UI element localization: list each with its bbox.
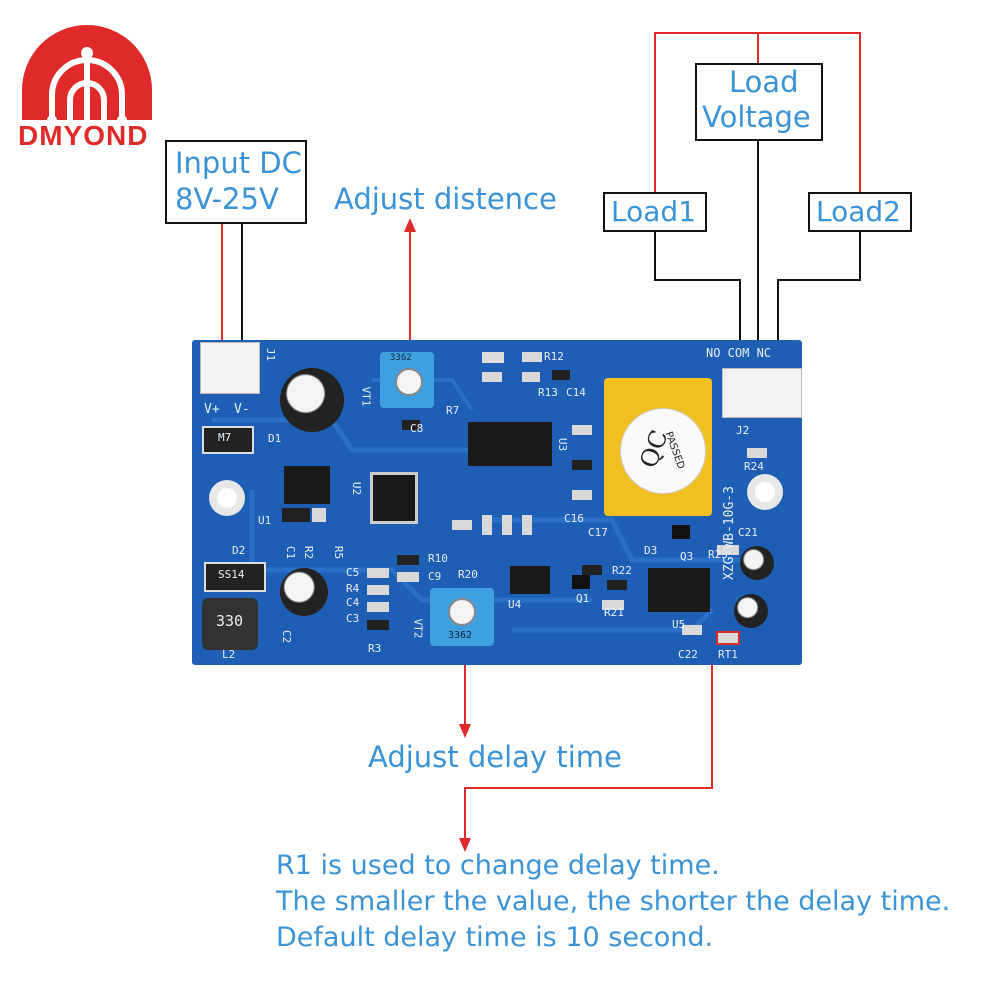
load-voltage-line2: Voltage	[702, 100, 811, 134]
load1-label: Load1	[611, 195, 696, 228]
load2-label: Load2	[816, 195, 901, 228]
silk-c8: C8	[410, 422, 424, 435]
silk-l2: L2	[222, 648, 236, 661]
silk-c22: C22	[678, 648, 698, 661]
silk-c9: C9	[428, 570, 442, 583]
trimmer-vt1-marking: 3362	[390, 353, 412, 363]
silk-r24: R24	[744, 460, 764, 473]
input-dc-box: Input DC 8V-25V	[165, 140, 307, 224]
capacitor-c22	[734, 594, 768, 628]
trimmer-vt2-marking: 3362	[448, 630, 473, 641]
silk-c4: C4	[346, 596, 360, 609]
chip-u1	[284, 466, 330, 504]
silk-c14: C14	[566, 386, 586, 399]
note-line-3: Default delay time is 10 second.	[276, 922, 714, 953]
relay-sticker: QC PASSED	[620, 408, 706, 494]
silk-r5: R5	[332, 545, 346, 560]
capacitor-c21	[740, 546, 774, 580]
silk-c1: C1	[284, 545, 298, 560]
adjust-delay-label: Adjust delay time	[368, 740, 622, 774]
silk-q1: Q1	[576, 592, 590, 605]
delay-arrow-head	[459, 724, 471, 738]
silk-c3: C3	[346, 612, 360, 625]
chip-u4	[510, 566, 550, 594]
silk-d2: D2	[232, 544, 246, 557]
diode-d2-marking: SS14	[218, 568, 245, 581]
rt1-wire-red	[464, 640, 713, 845]
silk-r10: R10	[428, 552, 448, 565]
input-dc-line2: 8V-25V	[175, 182, 279, 216]
diode-d2: SS14	[204, 562, 266, 592]
silk-r7: R7	[446, 404, 460, 417]
diode-d1: M7	[202, 426, 254, 454]
silk-vt1: VT1	[359, 386, 373, 407]
silk-r22: R22	[612, 564, 632, 577]
note-line-1: R1 is used to change delay time.	[276, 850, 720, 881]
silk-v-plus: V+	[204, 402, 220, 417]
silk-c5: C5	[346, 566, 360, 579]
silk-r23: R23	[708, 548, 728, 561]
brand-logo: DMYOND	[12, 20, 162, 155]
trimmer-vt2[interactable]: 3362	[430, 588, 494, 646]
silk-u5: U5	[672, 618, 686, 631]
rt1-arrow-head	[459, 838, 471, 852]
silk-u2: U2	[350, 481, 364, 496]
inductor-marking: 330	[216, 612, 244, 630]
inductor-l2: 330	[202, 598, 258, 650]
brand-logo-icon	[22, 25, 152, 125]
note-line-2: The smaller the value, the shorter the d…	[276, 886, 951, 917]
silk-r20: R20	[458, 568, 478, 581]
input-dc-line1: Input DC	[175, 146, 302, 180]
capacitor-large	[280, 368, 344, 432]
silk-c16: C16	[564, 512, 584, 525]
silk-u1: U1	[258, 514, 272, 527]
relay: QC PASSED	[604, 378, 712, 516]
load2-box: Load2	[808, 192, 912, 232]
silk-j2: J2	[736, 424, 750, 437]
load1-box: Load1	[603, 192, 707, 232]
silk-r21: R21	[604, 606, 624, 619]
silk-c2: C2	[280, 629, 294, 644]
pcb-traces	[209, 352, 783, 645]
no-wire-black	[654, 230, 741, 388]
silk-j1: J1	[264, 347, 278, 362]
silk-r2: R2	[302, 545, 316, 560]
silk-r4: R4	[346, 582, 360, 595]
trimmer-vt1[interactable]: 3362	[380, 352, 434, 408]
trimmer-vt1-knob-icon[interactable]	[395, 368, 423, 396]
adjust-distance-label: Adjust distence	[334, 182, 557, 216]
trimmer-vt2-knob-icon[interactable]	[448, 598, 476, 626]
chip-u3	[468, 422, 552, 466]
silk-q3: Q3	[680, 550, 694, 563]
silk-vt2: VT2	[411, 618, 425, 639]
silk-r13: R13	[538, 386, 558, 399]
silk-c21: C21	[738, 526, 758, 539]
nc-wire-black	[777, 230, 861, 388]
silk-rt1: RT1	[718, 648, 738, 661]
silk-c17: C17	[588, 526, 608, 539]
silk-d1: D1	[268, 432, 282, 445]
chip-u5	[648, 568, 710, 612]
silk-d3: D3	[644, 544, 658, 557]
load-voltage-box: Load Voltage	[695, 63, 823, 141]
distance-arrow-head	[404, 218, 416, 232]
capacitor-bottom	[280, 568, 328, 616]
pcb-board: J1 V+ V- M7 D1 U1 U2 3362 VT1 U3 QC PASS…	[192, 340, 802, 665]
silk-u4: U4	[508, 598, 522, 611]
j2-connector	[722, 368, 802, 418]
silk-r12: R12	[544, 350, 564, 363]
silk-r3: R3	[368, 642, 382, 655]
silk-no-com-nc: NO COM NC	[706, 346, 772, 360]
silk-u3: U3	[556, 437, 570, 452]
load-voltage-line1: Load	[729, 65, 799, 99]
brand-name: DMYOND	[18, 120, 149, 151]
j1-connector	[200, 342, 260, 394]
diode-d1-marking: M7	[218, 431, 232, 444]
board-model: XZG-WB-10G-3	[722, 486, 737, 580]
chip-u2	[370, 472, 418, 524]
silk-v-minus: V-	[234, 402, 250, 417]
